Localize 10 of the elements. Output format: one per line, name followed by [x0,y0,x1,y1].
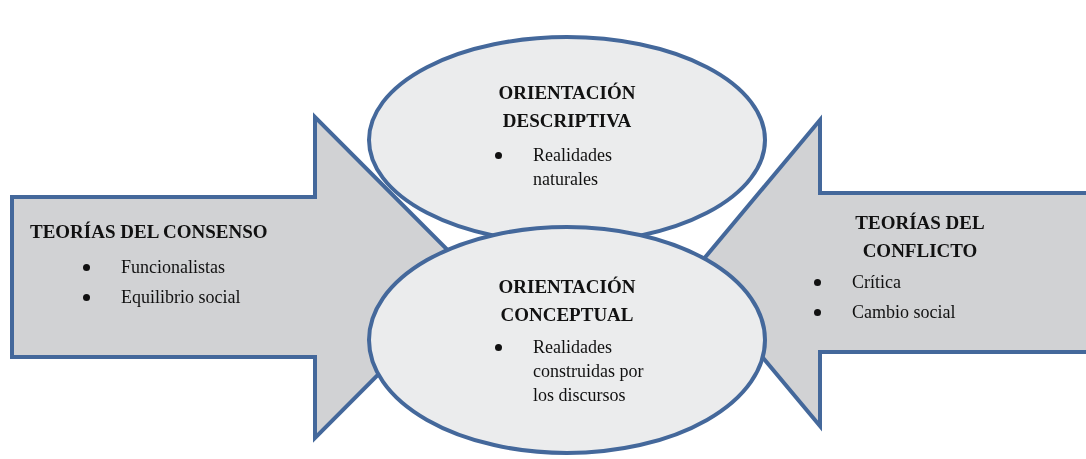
list-item-text: Equilibrio social [121,286,241,309]
list-item-text: Crítica [852,271,901,294]
list-item-text: Realidades naturales [533,144,613,191]
heading: ORIENTACIÓN CONCEPTUAL [497,275,637,327]
heading: ORIENTACIÓN DESCRIPTIVA [497,81,637,133]
heading: TEORÍAS DEL CONSENSO [30,220,269,244]
heading: TEORÍAS DEL CONFLICTO [854,211,986,263]
list-item-text: Funcionalistas [121,256,225,279]
list-item-text: Realidades construidas por los discursos [533,336,645,407]
list-item-text: Cambio social [852,301,956,324]
